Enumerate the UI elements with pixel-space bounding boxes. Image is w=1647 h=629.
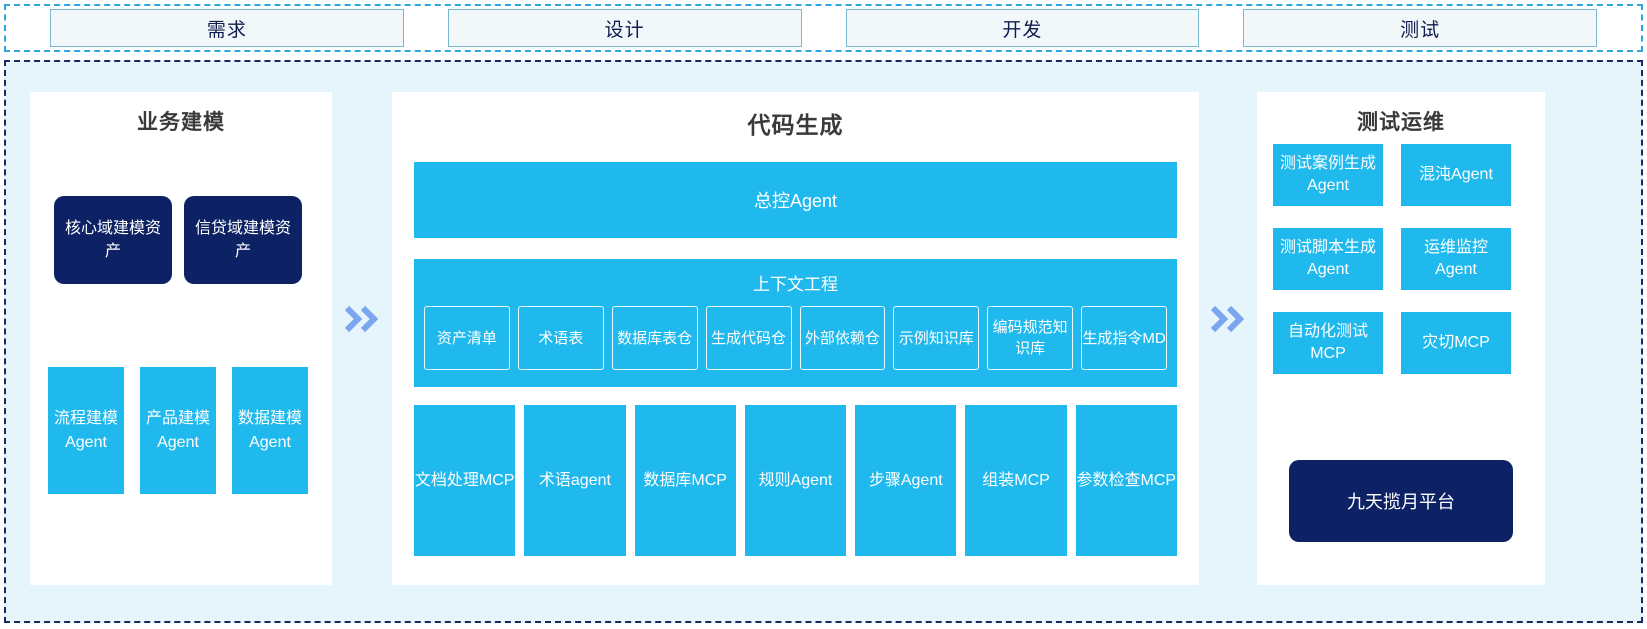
agent-card-product-modeling[interactable]: 产品建模Agent [140, 367, 216, 494]
business-agent-row: 流程建模Agent 产品建模Agent 数据建模Agent [48, 367, 308, 494]
phase-label: 开发 [1002, 19, 1043, 41]
phase-strip: 需求 设计 开发 测试 [4, 4, 1643, 52]
tool-card-parameter-check-mcp[interactable]: 参数检查MCP [1075, 405, 1177, 556]
panel-business-modeling: 业务建模 核心域建模资产 信贷域建模资产 流程建模Agent 产品建模Agent… [30, 92, 332, 585]
master-agent-card[interactable]: 总控Agent [414, 162, 1177, 238]
phase-label: 设计 [604, 19, 645, 41]
phase-box-requirements[interactable]: 需求 [50, 9, 404, 47]
context-item-generation-instruction-md[interactable]: 生成指令MD [1081, 306, 1167, 370]
tool-card-rule-agent[interactable]: 规则Agent [744, 405, 847, 556]
context-engineering-title: 上下文工程 [753, 275, 838, 294]
phase-label: 需求 [206, 19, 247, 41]
ops-card-automated-test-mcp[interactable]: 自动化测试MCP [1273, 312, 1383, 374]
phase-label: 测试 [1400, 19, 1441, 41]
tool-card-database-mcp[interactable]: 数据库MCP [634, 405, 736, 556]
panel-title-business-modeling: 业务建模 [137, 111, 225, 134]
panel-test-operations: 测试运维 测试案例生成Agent 混沌Agent 测试脚本生成Agent 运维监… [1257, 92, 1545, 585]
agent-card-process-modeling[interactable]: 流程建模Agent [48, 367, 124, 494]
business-asset-row: 核心域建模资产 信贷域建模资产 [54, 196, 302, 284]
context-item-db-table-repo[interactable]: 数据库表仓 [611, 306, 698, 370]
ops-card-test-script-generation-agent[interactable]: 测试脚本生成Agent [1273, 228, 1383, 290]
tool-card-assembly-mcp[interactable]: 组装MCP [965, 405, 1067, 556]
ops-card-disaster-switch-mcp[interactable]: 灾切MCP [1401, 312, 1511, 374]
context-item-generated-code-repo[interactable]: 生成代码仓 [705, 306, 792, 370]
panel-title-code-generation: 代码生成 [747, 112, 844, 138]
phase-box-development[interactable]: 开发 [845, 9, 1200, 47]
double-chevron-right-icon [1209, 302, 1247, 336]
test-ops-card-grid: 测试案例生成Agent 混沌Agent 测试脚本生成Agent 运维监控Agen… [1273, 144, 1529, 374]
main-region: 业务建模 核心域建模资产 信贷域建模资产 流程建模Agent 产品建模Agent… [4, 60, 1643, 623]
context-item-glossary[interactable]: 术语表 [517, 306, 604, 370]
context-item-row: 资产清单 术语表 数据库表仓 生成代码仓 外部依赖仓 示例知识库 编码规范知识库… [424, 306, 1167, 370]
context-item-coding-standard-knowledge-base[interactable]: 编码规范知识库 [987, 306, 1074, 370]
context-item-external-dependency-repo[interactable]: 外部依赖仓 [799, 306, 886, 370]
double-chevron-right-icon [343, 302, 381, 336]
platform-card-jiutian-lanyue[interactable]: 九天揽月平台 [1289, 460, 1513, 542]
agent-card-data-modeling[interactable]: 数据建模Agent [232, 367, 308, 494]
context-engineering-block: 上下文工程 资产清单 术语表 数据库表仓 生成代码仓 外部依赖仓 示例知识库 编… [414, 259, 1177, 387]
asset-card-core-domain[interactable]: 核心域建模资产 [54, 196, 172, 284]
asset-card-credit-domain[interactable]: 信贷域建模资产 [184, 196, 302, 284]
panel-code-generation: 代码生成 总控Agent 上下文工程 资产清单 术语表 数据库表仓 生成代码仓 … [392, 92, 1199, 585]
panel-title-test-operations: 测试运维 [1357, 111, 1445, 134]
context-item-example-knowledge-base[interactable]: 示例知识库 [893, 306, 980, 370]
ops-card-test-case-generation-agent[interactable]: 测试案例生成Agent [1273, 144, 1383, 206]
ops-card-chaos-agent[interactable]: 混沌Agent [1401, 144, 1511, 206]
tool-card-row: 文档处理MCP 术语agent 数据库MCP 规则Agent 步骤Agent 组… [414, 405, 1177, 556]
phase-box-testing[interactable]: 测试 [1243, 9, 1597, 47]
context-item-asset-list[interactable]: 资产清单 [424, 306, 510, 370]
tool-card-glossary-agent[interactable]: 术语agent [524, 405, 626, 556]
phase-box-design[interactable]: 设计 [447, 9, 802, 47]
ops-card-ops-monitoring-agent[interactable]: 运维监控Agent [1401, 228, 1511, 290]
tool-card-step-agent[interactable]: 步骤Agent [855, 405, 957, 556]
tool-card-document-processing-mcp[interactable]: 文档处理MCP [414, 405, 516, 556]
